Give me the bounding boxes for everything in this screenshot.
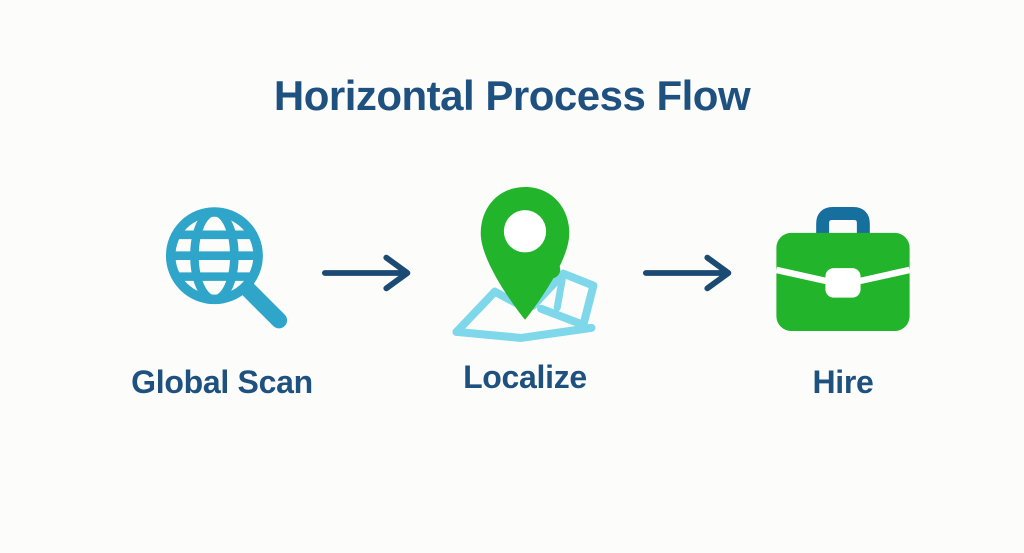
step-hire: Hire (693, 188, 993, 401)
step-label-global-scan: Global Scan (131, 364, 313, 400)
briefcase-icon (769, 188, 917, 350)
step-global-scan: Global Scan (72, 188, 372, 401)
globe-search-icon (146, 188, 298, 350)
map-pin-icon (444, 183, 606, 345)
step-label-localize: Localize (463, 359, 587, 395)
step-label-hire: Hire (812, 364, 874, 400)
right-arrow-icon (642, 251, 738, 295)
step-localize: Localize (375, 183, 675, 396)
page-title: Horizontal Process Flow (273, 72, 751, 119)
right-arrow-icon (321, 251, 417, 295)
